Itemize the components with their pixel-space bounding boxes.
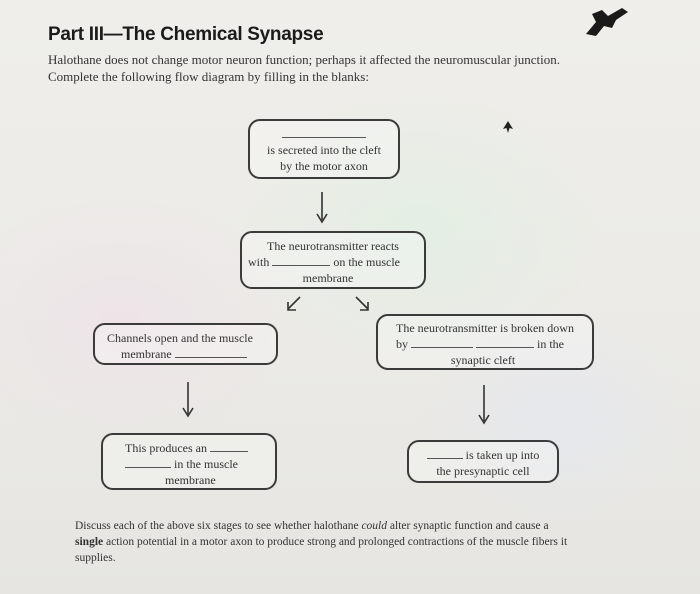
box-5-line-3: membrane (165, 473, 216, 487)
flow-box-3: Channels open and the muscle membrane (93, 323, 278, 365)
box-4-line-1: The neurotransmitter is broken down (396, 321, 574, 335)
footer-part-4: supplies. (75, 552, 116, 564)
figure-icon (582, 4, 632, 45)
blank-field[interactable] (125, 456, 171, 468)
flow-box-4: The neurotransmitter is broken down by i… (376, 314, 594, 370)
box-4-by: by (396, 337, 408, 351)
box-3-line-1: Channels open and the muscle (107, 331, 253, 345)
blank-field[interactable] (174, 346, 247, 358)
mouse-cursor-icon (502, 120, 514, 139)
box-4-line-3: synaptic cleft (450, 353, 516, 367)
blank-field[interactable] (411, 336, 473, 348)
blank-field[interactable] (476, 336, 534, 348)
box-5-line-1: This produces an (125, 441, 207, 455)
discussion-prompt: Discuss each of the above six stages to … (75, 518, 635, 566)
blank-field[interactable] (209, 440, 248, 452)
footer-part-1: Discuss each of the above six stages to … (75, 520, 362, 532)
arrow-down-right-icon (352, 294, 372, 318)
page-title: Part III—The Chemical Synapse (48, 24, 324, 45)
blank-field[interactable] (282, 126, 366, 138)
box-6-line-2: the presynaptic cell (436, 464, 530, 478)
footer-single: single (75, 536, 104, 548)
arrow-down-icon (477, 385, 491, 429)
arrow-down-icon (181, 382, 195, 422)
box-2-on: on the muscle (333, 255, 400, 269)
footer-part-2: alter synaptic function and cause a (387, 520, 549, 532)
footer-part-3: action potential in a motor axon to prod… (103, 536, 568, 548)
blank-field[interactable] (426, 447, 463, 459)
box-2-with: with (248, 255, 270, 269)
box-6-line-1: is taken up into (465, 448, 540, 462)
box-2-line-1: The neurotransmitter reacts (267, 239, 399, 253)
box-4-in-the: in the (537, 337, 564, 351)
arrow-down-icon (315, 192, 329, 228)
box-2-line-3: membrane (302, 271, 354, 285)
intro-text: Halothane does not change motor neuron f… (48, 51, 608, 85)
footer-could: could (361, 520, 388, 532)
box-3-line-2: membrane (121, 347, 172, 361)
flow-box-2: The neurotransmitter reacts with on the … (240, 231, 426, 289)
flow-box-1: is secreted into the cleft by the motor … (248, 119, 400, 179)
intro-line-2: Complete the following flow diagram by f… (48, 69, 369, 84)
box-1-line-2: by the motor axon (280, 159, 368, 173)
box-5-line-2: in the muscle (174, 457, 238, 471)
box-1-line-1: is secreted into the cleft (267, 143, 381, 157)
flow-box-5: This produces an in the muscle membrane (101, 433, 277, 490)
blank-field[interactable] (272, 254, 331, 266)
intro-line-1: Halothane does not change motor neuron f… (48, 52, 561, 67)
arrow-down-left-icon (284, 294, 304, 318)
flow-box-6: is taken up into the presynaptic cell (407, 440, 559, 483)
